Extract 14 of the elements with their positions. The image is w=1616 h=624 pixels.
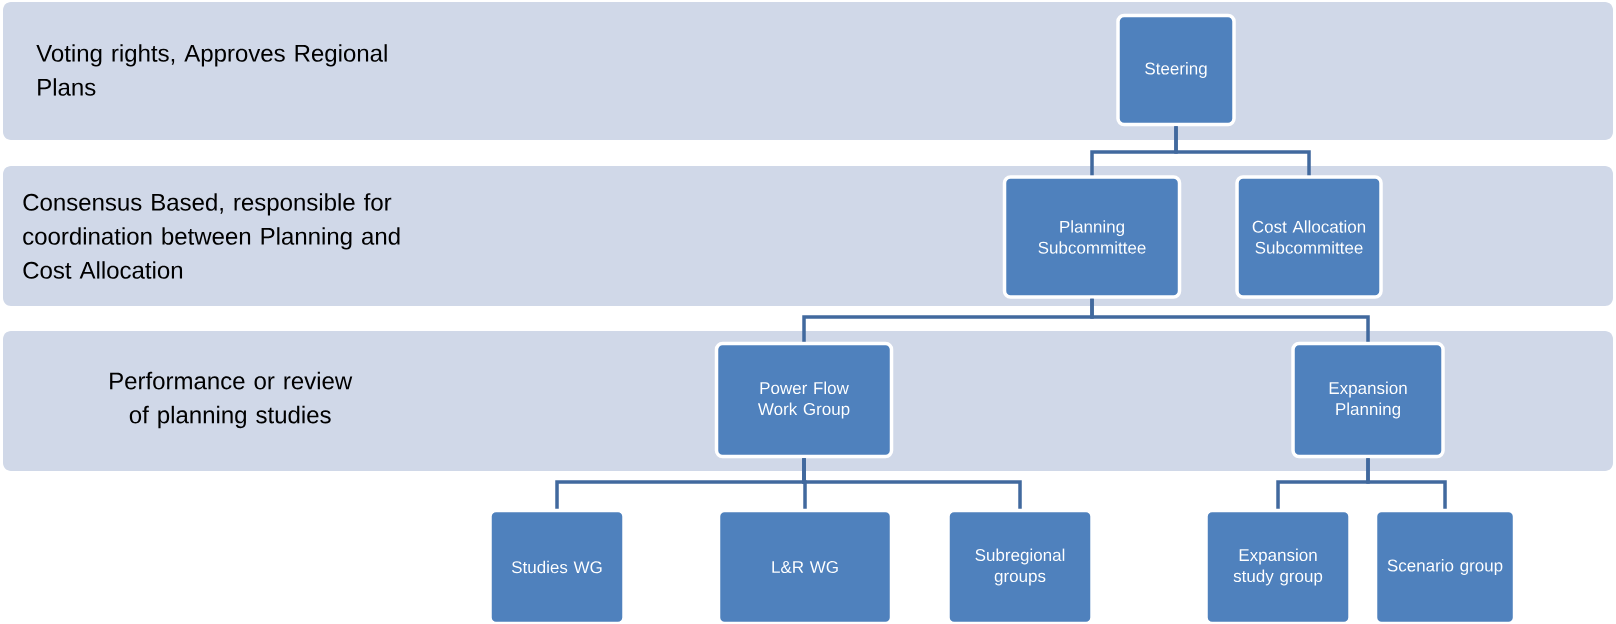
- org-box: Subregional groups: [946, 508, 1094, 624]
- org-box: Cost Allocation Subcommittee: [1235, 175, 1383, 299]
- org-box: Expansion Planning: [1291, 341, 1445, 459]
- org-box: Studies WG: [488, 508, 626, 624]
- org-box: Planning Subcommittee: [1002, 175, 1182, 299]
- org-box: L&R WG: [716, 508, 894, 624]
- connector-line: [1174, 126, 1311, 176]
- connector-line: [802, 458, 1022, 509]
- org-box: Expansion study group: [1204, 508, 1352, 624]
- org-box: Steering: [1116, 13, 1236, 127]
- org-box: Power Flow Work Group: [714, 341, 894, 459]
- org-box: Scenario group: [1373, 508, 1517, 624]
- connector-line: [1090, 298, 1370, 342]
- connector-line: [1366, 458, 1447, 509]
